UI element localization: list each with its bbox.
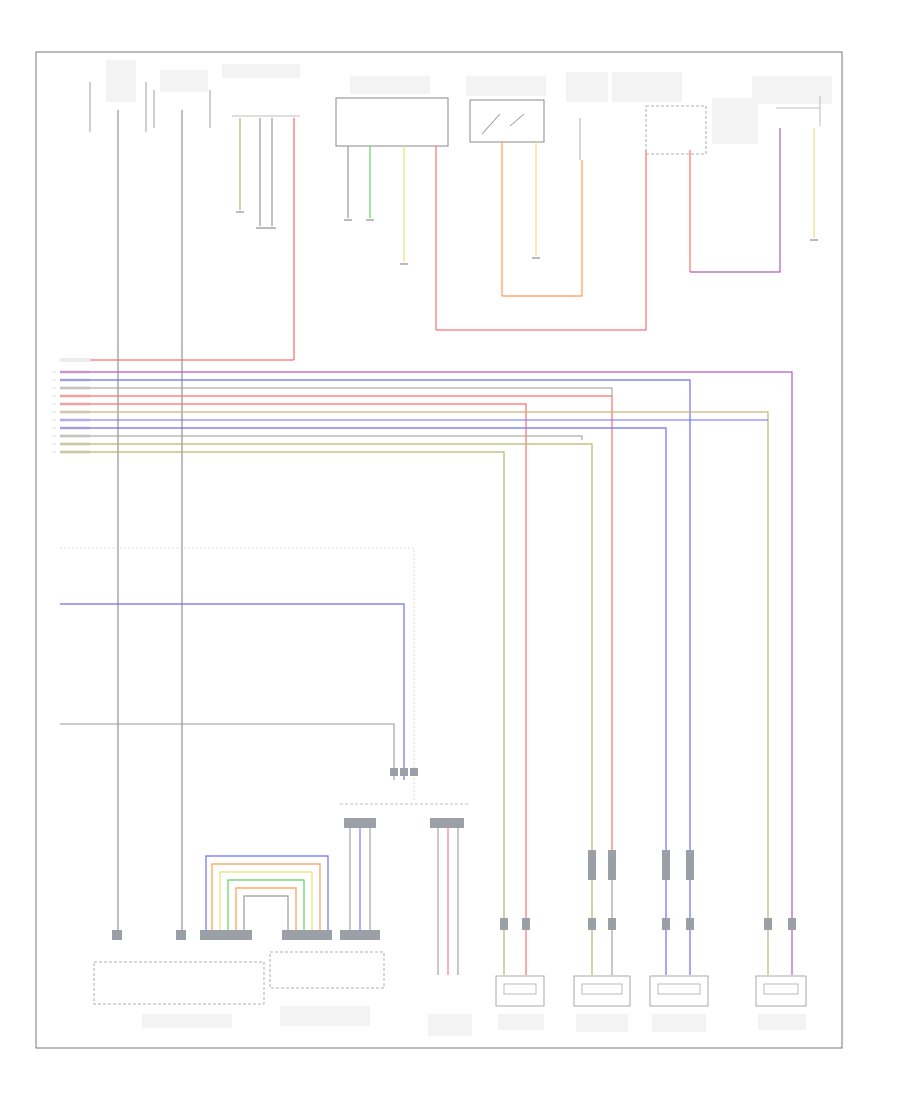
wire-gray-mid [60, 723, 395, 780]
drop-connector-pins [500, 850, 796, 930]
wire-red-loop-top [436, 150, 647, 331]
control-module-center [269, 951, 385, 989]
fuse-top-right-a [566, 72, 608, 160]
splice-junction-right [430, 818, 464, 975]
bus-olive-2 [60, 451, 505, 975]
ground-symbols-top [236, 211, 818, 265]
wire-orange-loop [502, 160, 583, 297]
bus-blue-3 [60, 427, 667, 975]
top-left-fuse-label [89, 60, 147, 132]
top-left-ground-label [153, 70, 211, 128]
connector-marks-mid [390, 768, 418, 776]
component-far-right [752, 76, 832, 126]
module-box-top-center [335, 97, 449, 147]
device-bottom-3 [649, 975, 709, 1032]
module-pin-row [112, 930, 380, 940]
relay-box-right [645, 105, 707, 155]
bus-tick-marks [52, 371, 56, 453]
connector-top-cluster [222, 64, 300, 117]
device-bottom-2 [573, 975, 631, 1032]
control-module-left [93, 961, 265, 1005]
bus-red-2 [60, 403, 527, 975]
wire-blue-mid [60, 603, 405, 780]
diagram-frame [35, 51, 843, 1049]
wire-gray-dotted-mid [60, 547, 415, 800]
bus-olive-1 [60, 443, 593, 975]
switch-box-top [469, 99, 545, 143]
device-bottom-4 [755, 975, 807, 1030]
nested-wire-loops [205, 855, 329, 940]
device-bottom-1 [495, 975, 545, 1030]
wire-purple-loop [690, 128, 781, 273]
bus-purple-1 [60, 371, 793, 975]
bus-gray-2 [60, 435, 583, 440]
splice-junction-left [344, 818, 376, 940]
bus-red-1 [60, 395, 613, 860]
bus-blue-1 [60, 379, 691, 975]
bus-tan-1 [60, 411, 769, 975]
bus-gray-1 [60, 387, 613, 396]
